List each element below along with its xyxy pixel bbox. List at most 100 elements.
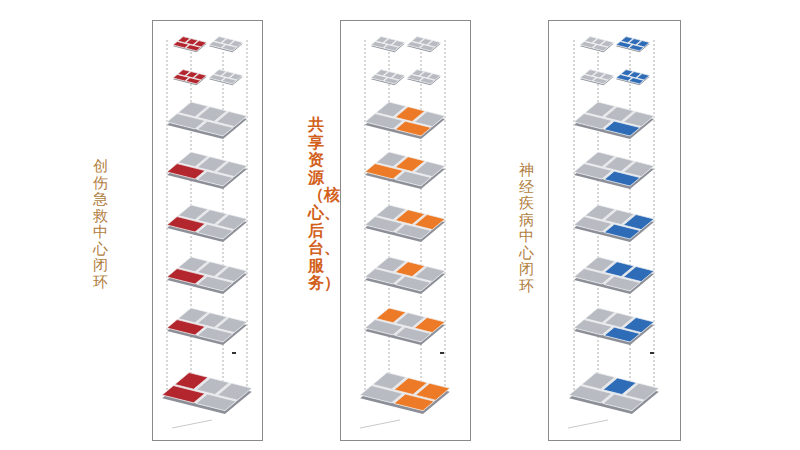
highlighted-zone <box>194 41 207 47</box>
alignment-line <box>365 40 366 395</box>
floor-stack <box>549 21 681 441</box>
panel-frame <box>153 21 263 441</box>
floor-slab <box>167 152 247 186</box>
ground-line <box>172 420 212 428</box>
floor-slab-edge <box>616 38 650 52</box>
floor-slab-edge <box>167 260 247 294</box>
floor-zone <box>216 162 247 177</box>
highlighted-zone <box>623 267 654 282</box>
highlighted-zone <box>637 74 650 80</box>
floor-slab <box>407 70 441 84</box>
vertical-caption: 创伤急救中心闭环 <box>93 158 108 290</box>
floor-slab <box>167 102 247 136</box>
floor-slab-edge <box>173 71 207 85</box>
floor-slab <box>574 205 654 239</box>
floor-zone <box>230 74 243 80</box>
floor-slab-edge <box>365 155 445 189</box>
floor-slab-edge <box>371 38 405 52</box>
alignment-line <box>247 40 248 389</box>
floor-slab-edge <box>167 208 247 242</box>
floor-slab-edge <box>209 71 243 85</box>
floor-slab-edge <box>162 376 252 414</box>
floor-zone <box>428 41 441 47</box>
floor-slab <box>574 308 654 342</box>
floor-slab-edge <box>569 376 659 414</box>
floor-slab <box>365 205 445 239</box>
floor-slab <box>360 373 450 411</box>
floor-slab <box>365 308 445 342</box>
floor-zone <box>601 74 614 80</box>
floor-zone <box>428 74 441 80</box>
floor-slab <box>580 70 614 84</box>
vertical-caption: 神经疾病中心闭环 <box>519 162 534 294</box>
floor-slab-edge <box>209 38 243 52</box>
floor-slab <box>365 152 445 186</box>
alignment-line <box>445 40 446 389</box>
floor-stack <box>153 21 263 441</box>
floor-zone <box>414 162 445 177</box>
highlighted-zone <box>414 215 445 230</box>
floor-slab-edge <box>580 38 614 52</box>
floor-zone <box>392 41 405 47</box>
floor-slab <box>580 37 614 51</box>
floor-slab <box>574 102 654 136</box>
floor-zone <box>623 162 654 177</box>
floor-slab-edge <box>365 208 445 242</box>
floor-zone <box>216 215 247 230</box>
floor-slab-edge <box>173 38 207 52</box>
floor-slab-edge <box>360 376 450 414</box>
alignment-line <box>654 40 655 389</box>
floor-slab <box>371 70 405 84</box>
floor-slab <box>371 37 405 51</box>
floor-slab <box>167 257 247 291</box>
floor-zone <box>623 112 654 127</box>
floor-slab <box>616 37 650 51</box>
floor-slab <box>173 37 207 51</box>
highlighted-zone <box>194 74 207 80</box>
floor-zone <box>216 112 247 127</box>
floor-slab <box>365 102 445 136</box>
floor-slab <box>574 152 654 186</box>
floor-slab <box>167 308 247 342</box>
floor-slab <box>162 373 252 411</box>
floor-slab <box>365 257 445 291</box>
highlighted-zone <box>623 318 654 333</box>
alignment-line <box>574 40 575 395</box>
vertical-caption: 共享资源（核心、后台、服务） <box>308 116 324 292</box>
panel-frame <box>341 21 471 441</box>
highlighted-zone <box>623 215 654 230</box>
floor-slab <box>167 205 247 239</box>
highlighted-zone <box>415 383 449 400</box>
site-mark <box>650 352 654 354</box>
floor-slab-edge <box>407 38 441 52</box>
floor-slab <box>407 37 441 51</box>
floor-slab-edge <box>574 311 654 345</box>
alignment-line <box>167 40 168 395</box>
floor-slab-edge <box>365 105 445 139</box>
floor-slab-edge <box>407 71 441 85</box>
floor-zone <box>414 267 445 282</box>
floor-slab <box>209 37 243 51</box>
floor-slab-edge <box>167 311 247 345</box>
floor-stack <box>341 21 471 441</box>
floor-slab-edge <box>167 105 247 139</box>
floor-zone <box>216 318 247 333</box>
floor-slab-edge <box>365 311 445 345</box>
floor-slab <box>209 70 243 84</box>
panel-frame <box>549 21 681 441</box>
floor-slab-edge <box>580 71 614 85</box>
floor-slab <box>616 70 650 84</box>
floor-zone <box>216 267 247 282</box>
floor-zone <box>624 383 658 400</box>
floor-zone <box>414 112 445 127</box>
floor-slab-edge <box>574 155 654 189</box>
site-mark <box>440 352 444 354</box>
floor-zone <box>230 41 243 47</box>
floor-slab-edge <box>365 260 445 294</box>
floor-slab-edge <box>574 105 654 139</box>
floor-zone <box>217 383 251 400</box>
ground-line <box>568 420 608 428</box>
ground-line <box>360 420 400 428</box>
